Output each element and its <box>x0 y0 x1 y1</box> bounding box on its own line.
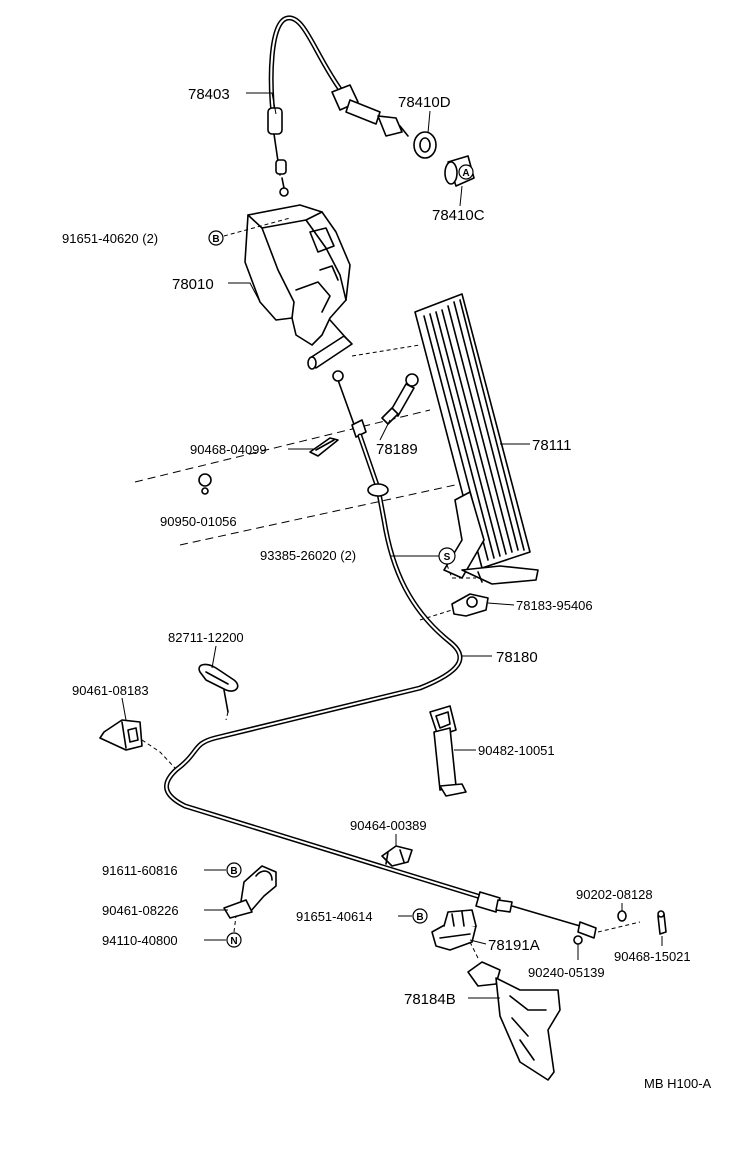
label-78010: 78010 <box>172 276 214 293</box>
label-90468-15021: 90468-15021 <box>614 949 691 964</box>
label-90464-00389: 90464-00389 <box>350 818 427 833</box>
leader-78183-95406 <box>487 602 515 606</box>
label-91651-40620: 91651-40620 (2) <box>62 231 158 246</box>
reference-line-lower <box>179 484 456 546</box>
symbol-a: A <box>462 168 469 179</box>
label-94110-40800: 94110-40800 <box>102 933 178 948</box>
label-93385-26020: 93385-26020 (2) <box>260 548 356 563</box>
bracket-78184B <box>467 941 561 1081</box>
grommet-78410D <box>413 131 437 159</box>
clamp-90461-08226 <box>223 865 277 919</box>
leader-82711-12200 <box>211 645 217 669</box>
label-90461-08226: 90461-08226 <box>102 903 179 918</box>
link-78189 <box>381 373 419 425</box>
label-90202-08128: 90202-08128 <box>576 887 653 902</box>
label-82711-12200: 82711-12200 <box>168 630 244 645</box>
bracket-90482-10051 <box>429 705 467 797</box>
bracket-78010 <box>244 204 353 370</box>
leader-78191A <box>469 939 487 945</box>
bolt-b-91651-40620: B <box>208 217 291 246</box>
clip-90240-05139 <box>573 935 583 945</box>
label-78111: 78111 <box>532 437 572 454</box>
leader-90461-08183 <box>121 697 127 721</box>
label-78183-95406: 78183-95406 <box>516 598 593 613</box>
svg-text:B: B <box>230 866 237 877</box>
bolt-b-91611: B <box>226 862 242 878</box>
cap-78410C: A <box>444 155 475 187</box>
label-78184B: 78184B <box>404 991 456 1008</box>
leader-78403 <box>246 92 277 115</box>
reference-pedal-top <box>351 344 421 357</box>
reference-line-upper <box>134 409 431 483</box>
leader-78010 <box>228 282 261 303</box>
label-78189: 78189 <box>376 441 418 458</box>
label-90482-10051: 90482-10051 <box>478 743 555 758</box>
symbol-b: B <box>212 234 219 245</box>
bolt-b-91651-40614: B <box>412 908 428 924</box>
leader-78189 <box>379 419 391 441</box>
label-91611-60816: 91611-60816 <box>102 863 178 878</box>
pedal-78111 <box>414 293 539 585</box>
bracket-78191A <box>431 909 477 951</box>
diagram-code: MB H100-A <box>644 1076 712 1091</box>
screw-93385-26020: S <box>438 547 476 579</box>
label-78191A: 78191A <box>488 937 540 954</box>
label-91651-40614: 91651-40614 <box>296 909 373 924</box>
cap-90950-01056 <box>198 473 212 495</box>
clip-90468-04099 <box>309 437 339 457</box>
leader-78410C <box>459 185 463 207</box>
symbol-s: S <box>444 552 451 563</box>
cable-78180 <box>164 370 641 939</box>
label-90461-08183: 90461-08183 <box>72 683 149 698</box>
clamp-78183-95406 <box>419 593 489 621</box>
symbol-n: N <box>230 936 237 947</box>
label-78410C: 78410C <box>432 207 485 224</box>
label-90468-04099: 90468-04099 <box>190 442 267 457</box>
band-82711-12200 <box>198 663 239 721</box>
label-90240-05139: 90240-05139 <box>528 965 605 980</box>
label-90950-01056: 90950-01056 <box>160 514 237 529</box>
clamp-90461-08183 <box>99 719 176 769</box>
washer-90202-08128 <box>617 910 627 922</box>
nut-n-94110: N <box>226 915 242 948</box>
leader-78410D <box>427 110 431 134</box>
cable-78403 <box>267 15 409 197</box>
pin-90468-15021 <box>657 910 667 935</box>
svg-text:B: B <box>416 912 423 923</box>
label-78180: 78180 <box>496 649 538 666</box>
label-78410D: 78410D <box>398 94 451 111</box>
clip-90464-00389 <box>381 845 413 867</box>
label-78403: 78403 <box>188 86 230 103</box>
